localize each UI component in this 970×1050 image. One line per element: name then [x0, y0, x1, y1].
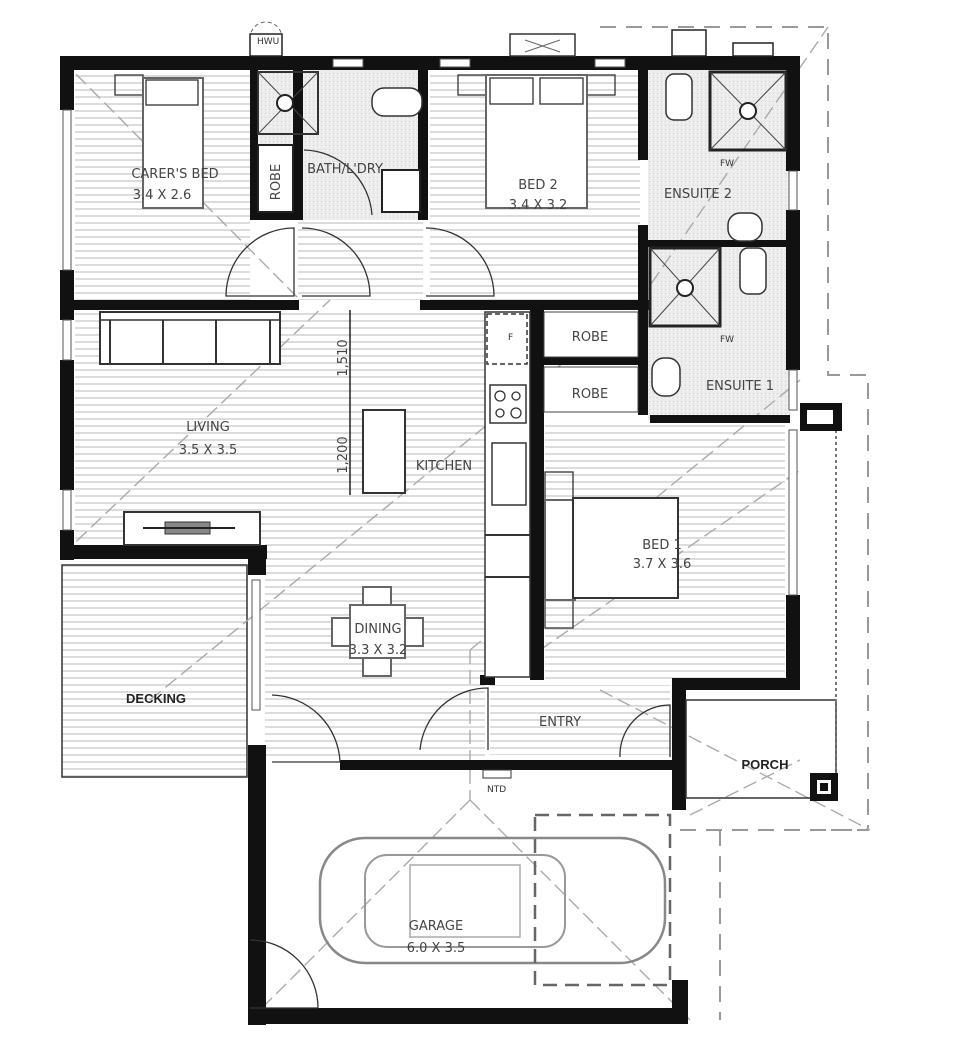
- walls: [60, 56, 800, 1025]
- shower-bath: [257, 71, 319, 135]
- room-label-ensuite-1: ENSUITE 1: [706, 379, 774, 394]
- washing-machine: [381, 169, 421, 213]
- bed-1-furniture: [544, 471, 679, 629]
- robe-lower: [543, 366, 639, 413]
- room-label-robe-carers: ROBE: [269, 164, 284, 200]
- bed-2-furniture: [457, 74, 616, 209]
- door-swings: [225, 149, 671, 1009]
- robe-carers: [257, 144, 294, 213]
- kitchen-island: [349, 310, 406, 495]
- carers-bed-furniture: [114, 74, 204, 209]
- windows: [62, 58, 798, 711]
- fridge-label: F: [508, 333, 513, 343]
- room-label-garage: GARAGE: [409, 919, 463, 934]
- room-label-porch: PORCH: [742, 757, 789, 772]
- room-label-living: LIVING: [186, 420, 230, 435]
- toilet-bath: [371, 87, 423, 117]
- ensuite-1-fixtures: [648, 246, 767, 397]
- car: [318, 813, 672, 987]
- porch-structure: [685, 403, 842, 801]
- floor-waste-label-2: FW: [720, 159, 734, 169]
- hot-water-unit-label: HWU: [257, 37, 279, 47]
- robe-upper: [543, 311, 639, 358]
- room-size-bed-1: 3.7 X 3.6: [633, 557, 692, 572]
- room-size-dining: 3.3 X 3.2: [349, 643, 408, 658]
- sofa: [99, 311, 281, 365]
- room-label-bath-laundry: BATH/L'DRY: [307, 162, 383, 177]
- dimension-upper: 1,510: [336, 339, 351, 376]
- roof-outline: [600, 26, 869, 1020]
- room-label-robe-upper: ROBE: [572, 330, 608, 345]
- room-label-dining: DINING: [354, 622, 401, 637]
- kitchen-bench: [484, 311, 531, 678]
- room-label-kitchen: KITCHEN: [416, 459, 472, 474]
- room-label-entry: ENTRY: [539, 715, 581, 730]
- room-label-bed-1: BED 1: [642, 538, 682, 553]
- floor-waste-label-1: FW: [720, 335, 734, 345]
- room-label-carers-bed: CARER'S BED: [131, 167, 218, 182]
- room-size-living: 3.5 X 3.5: [179, 443, 238, 458]
- tv-unit: [123, 511, 261, 546]
- room-label-robe-lower: ROBE: [572, 387, 608, 402]
- external-units: [249, 21, 774, 57]
- room-size-bed-2: 3.4 X 3.2: [509, 198, 568, 213]
- room-label-decking: DECKING: [126, 691, 186, 706]
- ntd-box: [482, 769, 512, 779]
- dimension-lower: 1,200: [336, 436, 351, 473]
- room-size-garage: 6.0 X 3.5: [407, 941, 466, 956]
- dining-table: [331, 586, 424, 677]
- room-labels: CARER'S BED 3.4 X 2.6 ROBE BATH/L'DRY BE…: [126, 37, 788, 956]
- room-label-bed-2: BED 2: [518, 178, 558, 193]
- room-size-carers-bed: 3.4 X 2.6: [133, 188, 192, 203]
- room-label-ensuite-2: ENSUITE 2: [664, 187, 732, 202]
- ensuite-2-fixtures: [665, 70, 788, 242]
- ntd-label: NTD: [487, 785, 506, 795]
